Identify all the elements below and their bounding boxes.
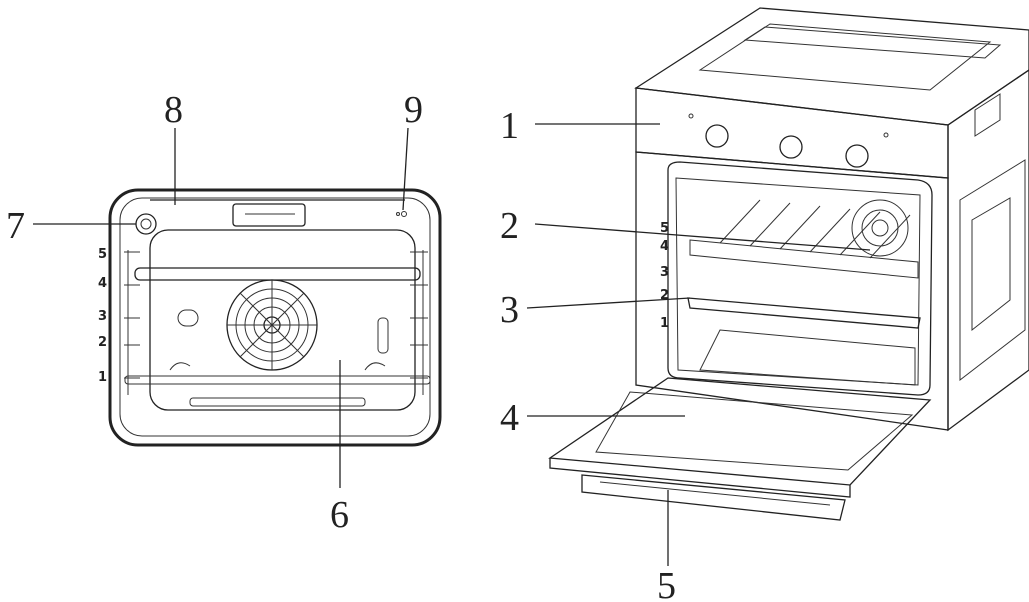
callout-9: 9	[404, 89, 423, 131]
callout-7: 7	[6, 205, 25, 247]
front-view: 5 4 3 2 1 7 8 9 6	[6, 89, 442, 536]
oven-front-frame	[635, 151, 949, 431]
oven-door	[548, 377, 932, 486]
baking-tray	[687, 297, 921, 329]
front-rack-upper	[134, 267, 421, 281]
top-heater-cover	[232, 203, 306, 227]
knob-right	[845, 144, 869, 168]
front-cavity	[149, 229, 416, 411]
front-rack-label-3: 3	[98, 309, 107, 324]
left-fitting	[177, 309, 199, 327]
callout-6: 6	[330, 494, 349, 536]
front-inner-frame	[119, 197, 431, 437]
callout-2: 2	[500, 205, 519, 247]
perspective-rack-label-4: 4	[660, 239, 669, 254]
perspective-fan	[851, 199, 909, 257]
oven-top	[634, 7, 1029, 126]
lamp-icon	[135, 213, 157, 235]
fan-cover	[226, 279, 318, 371]
leader-3	[526, 297, 691, 309]
cavity-opening	[667, 161, 933, 396]
callout-3: 3	[500, 289, 519, 331]
perspective-rack-label-5: 5	[660, 221, 669, 236]
leader-9	[402, 127, 409, 211]
perspective-rack-label-3: 3	[660, 265, 669, 280]
front-rack-label-1: 1	[98, 370, 107, 385]
front-rack-lower	[124, 375, 431, 385]
front-outer-frame	[108, 188, 442, 447]
knob-middle	[779, 135, 803, 159]
front-bottom-tray	[189, 397, 366, 407]
perspective-rack-label-1: 1	[660, 316, 669, 331]
front-rack-label-4: 4	[98, 276, 107, 291]
front-right-side-rails	[410, 250, 428, 395]
callout-5: 5	[657, 565, 676, 602]
front-rack-label-2: 2	[98, 335, 107, 350]
perspective-view: 5 4 3 2 1 1 2 3 4 5	[500, 7, 1029, 602]
callout-8: 8	[164, 89, 183, 131]
front-left-side-rails	[124, 250, 140, 395]
cavity-floor	[699, 329, 916, 386]
knob-left	[705, 124, 729, 148]
perspective-rack-label-2: 2	[660, 288, 669, 303]
front-rack-label-5: 5	[98, 247, 107, 262]
leader-2	[534, 223, 871, 251]
door-handle	[581, 474, 846, 521]
callout-4: 4	[500, 397, 519, 439]
right-fitting	[377, 317, 389, 354]
callout-1: 1	[500, 105, 519, 147]
wire-rack	[689, 199, 919, 279]
